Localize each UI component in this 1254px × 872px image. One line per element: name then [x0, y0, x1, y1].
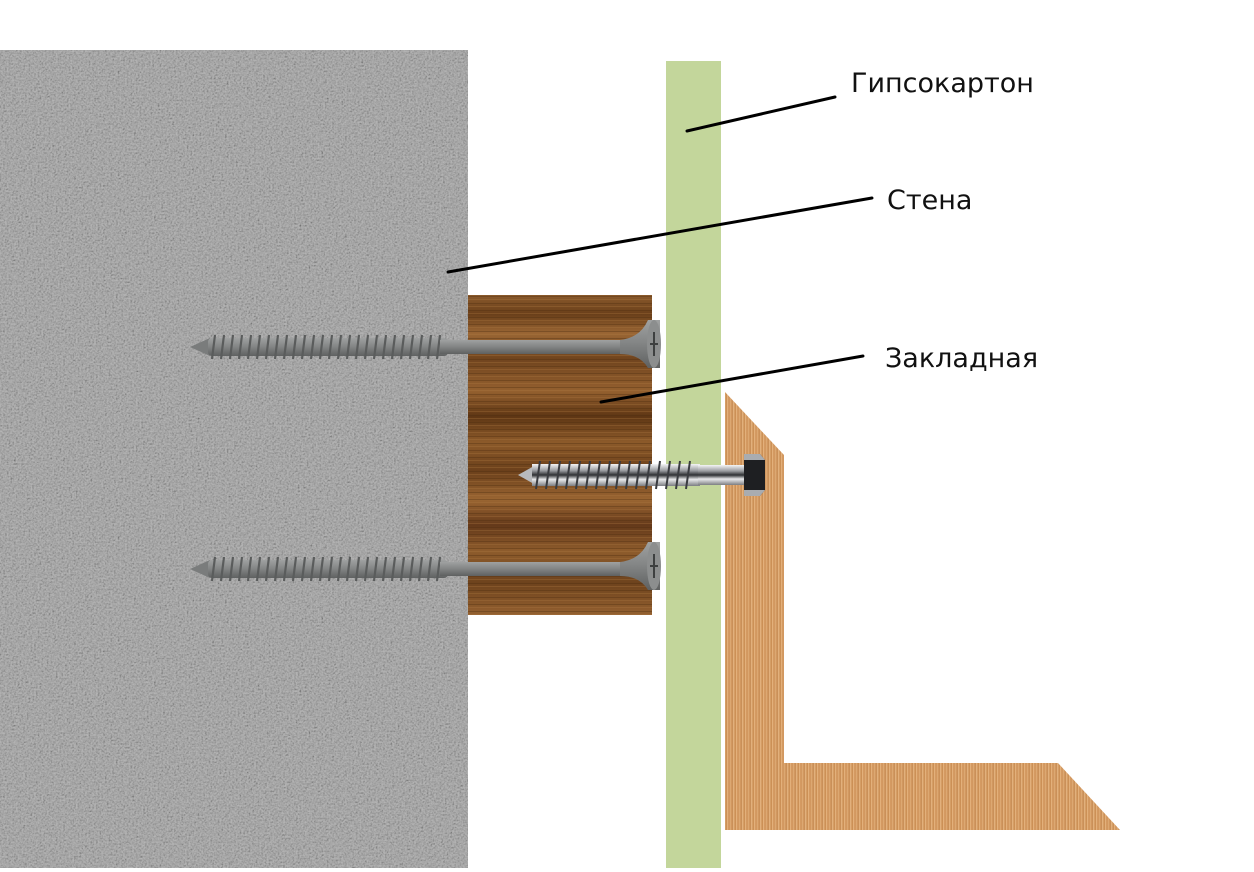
shelf-bracket	[725, 392, 1120, 830]
leader-wall	[446, 196, 874, 274]
concrete-wall	[0, 50, 468, 868]
label-embed: Закладная	[885, 343, 1039, 374]
label-drywall: Гипсокартон	[851, 68, 1034, 99]
wood-screw-lower	[190, 542, 661, 590]
lag-bolt	[518, 454, 765, 496]
leader-embed	[599, 354, 865, 404]
label-wall: Стена	[887, 185, 973, 216]
leader-drywall	[685, 95, 837, 133]
wood-screw-upper	[190, 320, 661, 368]
leader-lines	[446, 95, 874, 404]
